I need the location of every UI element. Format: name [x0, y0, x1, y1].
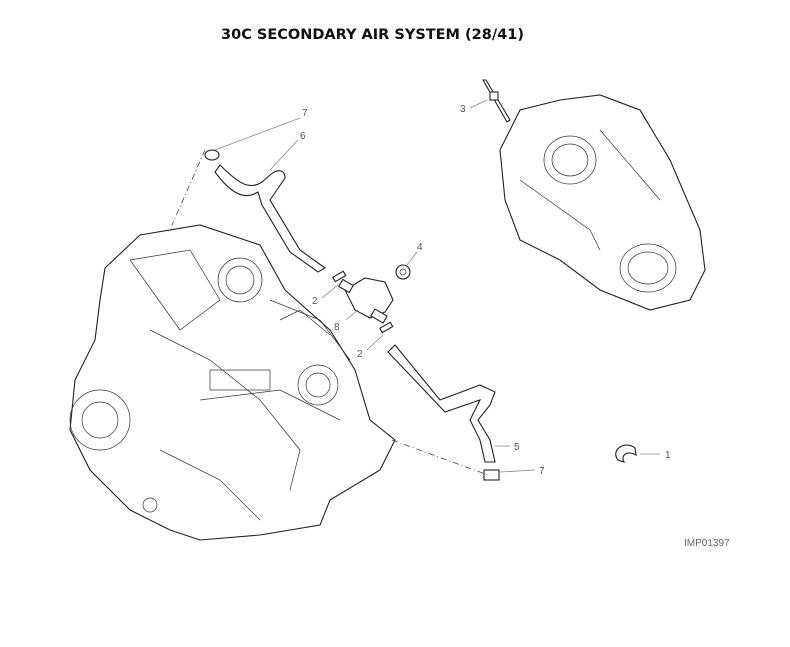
grommet-4	[395, 264, 411, 280]
callout-3: 3	[460, 104, 466, 115]
clip-1	[615, 444, 637, 463]
image-code: IMP01397	[684, 538, 730, 549]
callout-4: 4	[417, 242, 423, 253]
hose-6	[214, 164, 327, 273]
callout-7-lower: 7	[539, 466, 545, 477]
callout-2-upper: 2	[312, 296, 318, 307]
diagram-title: 30C SECONDARY AIR SYSTEM (28/41)	[221, 27, 524, 43]
engine-illustration	[69, 224, 396, 541]
clamp-7-upper	[204, 149, 220, 161]
callout-2-lower: 2	[357, 349, 363, 360]
alignment-line-lower	[391, 439, 489, 476]
airbox-cover-illustration	[499, 94, 706, 311]
callout-6: 6	[300, 131, 306, 142]
callout-8: 8	[334, 322, 340, 333]
callout-7-upper: 7	[302, 108, 308, 119]
secondary-air-valve-8	[338, 277, 394, 324]
clamp-7-lower	[483, 469, 500, 481]
callout-1: 1	[665, 450, 671, 461]
fitting-2-lower	[379, 321, 394, 334]
fitting-2-upper	[332, 270, 347, 283]
alignment-line-upper	[171, 149, 206, 226]
hose-5	[387, 344, 496, 463]
callout-5: 5	[514, 442, 520, 453]
screw-3	[482, 79, 511, 123]
